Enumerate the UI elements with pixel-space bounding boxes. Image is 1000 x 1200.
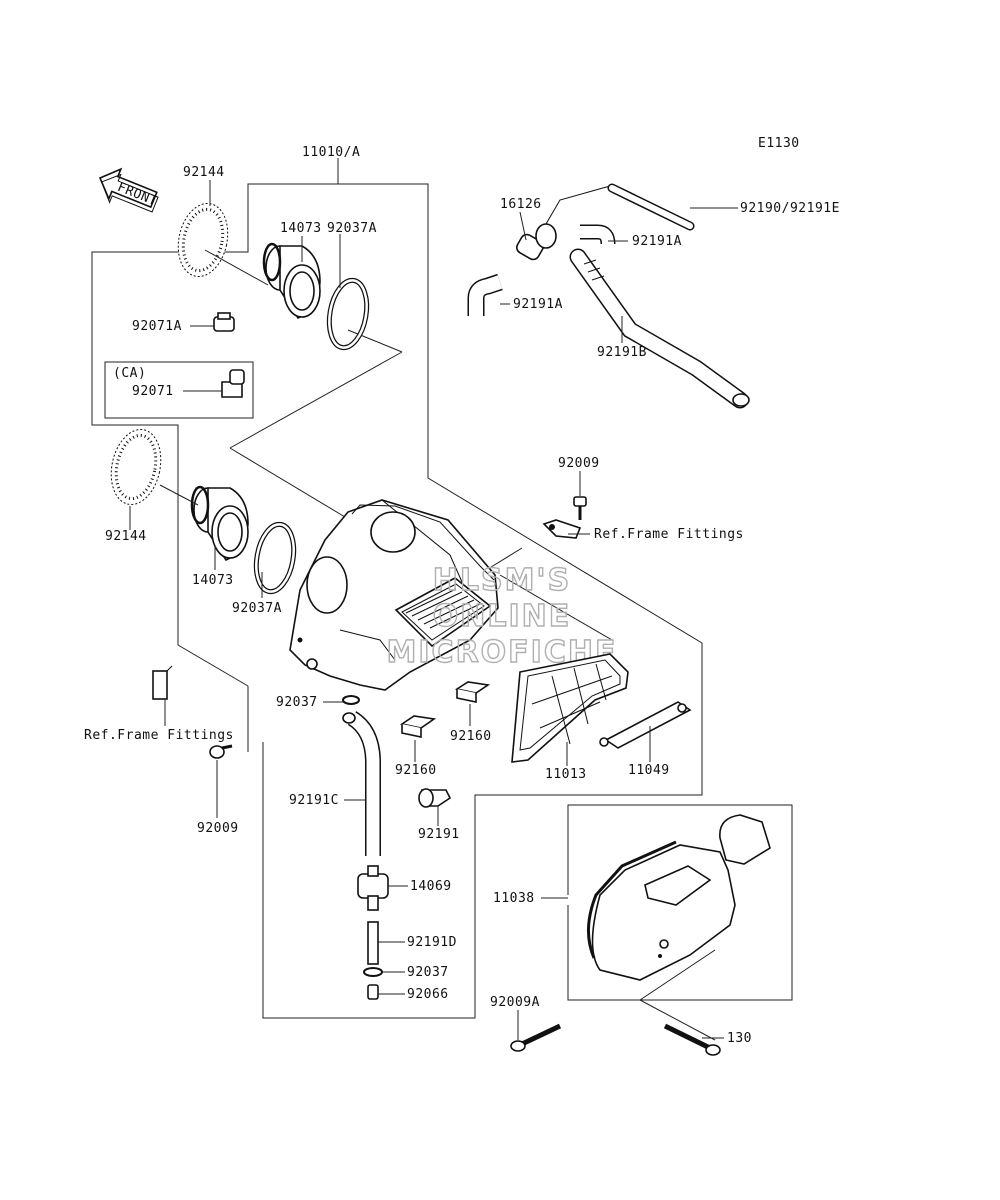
hose-92191B — [569, 248, 750, 409]
bracket-fitting — [542, 519, 582, 539]
plate-11049 — [599, 701, 692, 749]
nut-92071A — [213, 312, 235, 332]
label-11013: 11013 — [545, 767, 587, 782]
label-14073-bottom: 14073 — [192, 573, 234, 588]
element-11013 — [511, 653, 629, 763]
label-92009A: 92009A — [490, 995, 540, 1010]
label-92009-top: 92009 — [558, 456, 600, 471]
label-92191C: 92191C — [289, 793, 339, 808]
hose-92191D — [367, 921, 379, 965]
hose-92191C — [342, 711, 381, 856]
hose-92190 — [607, 183, 695, 231]
label-92160-b: 92160 — [450, 729, 492, 744]
label-ca: (CA) — [113, 366, 146, 381]
front-arrow-icon: FRONT — [98, 167, 159, 213]
label-92071: 92071 — [132, 384, 174, 399]
part-labels: 11010/A 92144 14073 92037A 92071A (CA) 9… — [84, 145, 840, 1046]
hose-92191A-right — [580, 224, 616, 245]
label-ref-frame-right: Ref.Frame Fittings — [594, 527, 744, 542]
valve-16126 — [516, 185, 611, 261]
label-92071A: 92071A — [132, 319, 182, 334]
pad-92160-a — [399, 715, 437, 738]
label-92009-left: 92009 — [197, 821, 239, 836]
label-92191D: 92191D — [407, 935, 457, 950]
label-92144-top: 92144 — [183, 165, 225, 180]
clip-92037 — [342, 695, 360, 705]
pad-ref-left — [152, 665, 173, 700]
bolt-92009A — [510, 1023, 562, 1052]
label-92191A-right: 92191A — [632, 234, 682, 249]
ring-92037A-bottom — [253, 521, 297, 595]
label-14073-top: 14073 — [280, 221, 322, 236]
label-11049: 11049 — [628, 763, 670, 778]
label-14069: 14069 — [410, 879, 452, 894]
label-92037A-top: 92037A — [327, 221, 377, 236]
label-92037: 92037 — [276, 695, 318, 710]
bolt-92009-top — [573, 496, 587, 520]
pad-92160-b — [454, 681, 491, 703]
intake-duct-14073-bottom — [190, 485, 249, 561]
ring-92037A-top — [326, 277, 370, 351]
cover-11038 — [586, 814, 771, 981]
elbow-92071 — [221, 369, 245, 398]
svg-text:HLSM'S: HLSM'S — [433, 563, 571, 598]
label-92191B: 92191B — [597, 345, 647, 360]
plug-92066 — [367, 984, 379, 1000]
label-16126: 16126 — [500, 197, 542, 212]
bolt-92009-left — [209, 744, 233, 759]
intake-duct-14073-top — [262, 242, 321, 319]
label-92066: 92066 — [407, 987, 449, 1002]
label-92144-bottom: 92144 — [105, 529, 147, 544]
label-11010A: 11010/A — [302, 145, 360, 160]
separator-14069 — [357, 865, 389, 911]
elbow-92191 — [418, 788, 452, 808]
label-ref-frame-left: Ref.Frame Fittings — [84, 728, 234, 743]
svg-text:ONLINE: ONLINE — [433, 599, 572, 634]
label-92190-92191E: 92190/92191E — [740, 201, 840, 216]
clamp-92144-top — [177, 202, 229, 278]
clamp-92144-bottom — [110, 428, 162, 506]
label-92191A-left: 92191A — [513, 297, 563, 312]
label-92191: 92191 — [418, 827, 460, 842]
clip-92037-bottom — [363, 967, 383, 977]
hose-92191A-left — [467, 273, 503, 316]
air-cleaner-housing-11010 — [289, 499, 499, 691]
label-130: 130 — [727, 1031, 752, 1046]
bolt-130 — [663, 1023, 721, 1056]
diagram-code: E1130 — [758, 136, 800, 151]
label-92160-a: 92160 — [395, 763, 437, 778]
label-92037A-bottom: 92037A — [232, 601, 282, 616]
leader-lines — [129, 180, 738, 1040]
label-11038: 11038 — [493, 891, 535, 906]
label-92037-bottom: 92037 — [407, 965, 449, 980]
